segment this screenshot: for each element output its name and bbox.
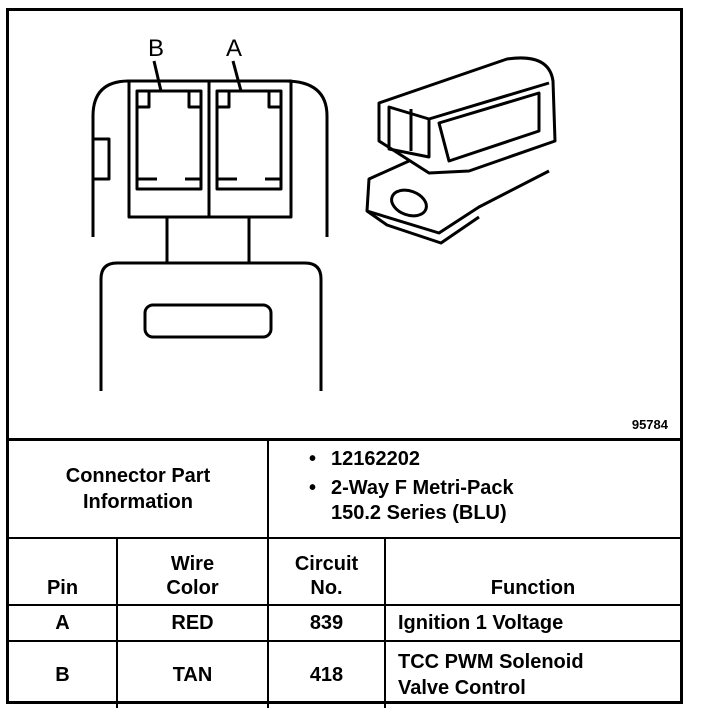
part-number-item: • 12162202 (309, 447, 680, 472)
header-circuit-no: Circuit No. (267, 537, 386, 606)
table-row: B TAN 418 TCC PWM Solenoid Valve Control (9, 640, 680, 708)
connector-part-information-values: • 12162202 • 2-Way F Metri-Pack 150.2 Se… (267, 438, 680, 539)
connector-lock-tab (99, 261, 323, 391)
circuit-cell: 839 (267, 604, 386, 642)
connector-type-line: 2-Way F Metri-Pack (331, 477, 514, 499)
connector-type-item: • 2-Way F Metri-Pack 150.2 Series (BLU) (309, 476, 680, 526)
bullet: • (309, 448, 317, 470)
cavity-a (215, 89, 283, 191)
table-row: A RED 839 Ignition 1 Voltage (9, 604, 680, 642)
function-line: Ignition 1 Voltage (398, 611, 564, 634)
function-cell: TCC PWM Solenoid Valve Control (384, 640, 680, 708)
wire-color-cell: RED (116, 604, 269, 642)
connector-drawing: B A (91, 35, 557, 391)
figure-number: 95784 (631, 417, 668, 432)
header-wire-color-line: Color (166, 577, 219, 599)
lock-tab-slot (143, 303, 273, 339)
header-circuit-line: No. (310, 577, 343, 599)
circuit-cell: 418 (267, 640, 386, 708)
function-cell: Ignition 1 Voltage (384, 604, 680, 642)
function-line: TCC PWM Solenoid (398, 651, 584, 673)
connector-side-tab (93, 137, 111, 181)
connector-part-information-label: Connector Part Information (9, 438, 269, 539)
cpi-label-line: Information (83, 491, 193, 513)
bullet: • (309, 477, 317, 499)
connector-series-line: 150.2 Series (BLU) (331, 502, 507, 524)
header-wire-color-line: Wire (170, 553, 215, 575)
pin-a-label: A (226, 35, 242, 62)
connector-iso-view (365, 56, 557, 245)
pin-b-label: B (148, 35, 164, 62)
header-wire-color: Wire Color (116, 537, 269, 606)
cavity-b (135, 89, 203, 191)
header-function: Function (384, 537, 680, 606)
part-number: 12162202 (331, 448, 420, 470)
pin-cell: A (9, 604, 118, 642)
header-pin: Pin (9, 537, 118, 606)
wire-color-cell: TAN (116, 640, 269, 708)
header-circuit-line: Circuit (294, 553, 359, 575)
pin-cell: B (9, 640, 118, 708)
cpi-label-line: Connector Part (65, 465, 211, 487)
connector-figure: B A 95784 (9, 11, 680, 439)
function-line: Valve Control (398, 677, 526, 699)
connector-sheet: B A 95784 Connector Part Information • 1… (6, 8, 683, 708)
connector-info-table: Connector Part Information • 12162202 • … (9, 438, 680, 708)
